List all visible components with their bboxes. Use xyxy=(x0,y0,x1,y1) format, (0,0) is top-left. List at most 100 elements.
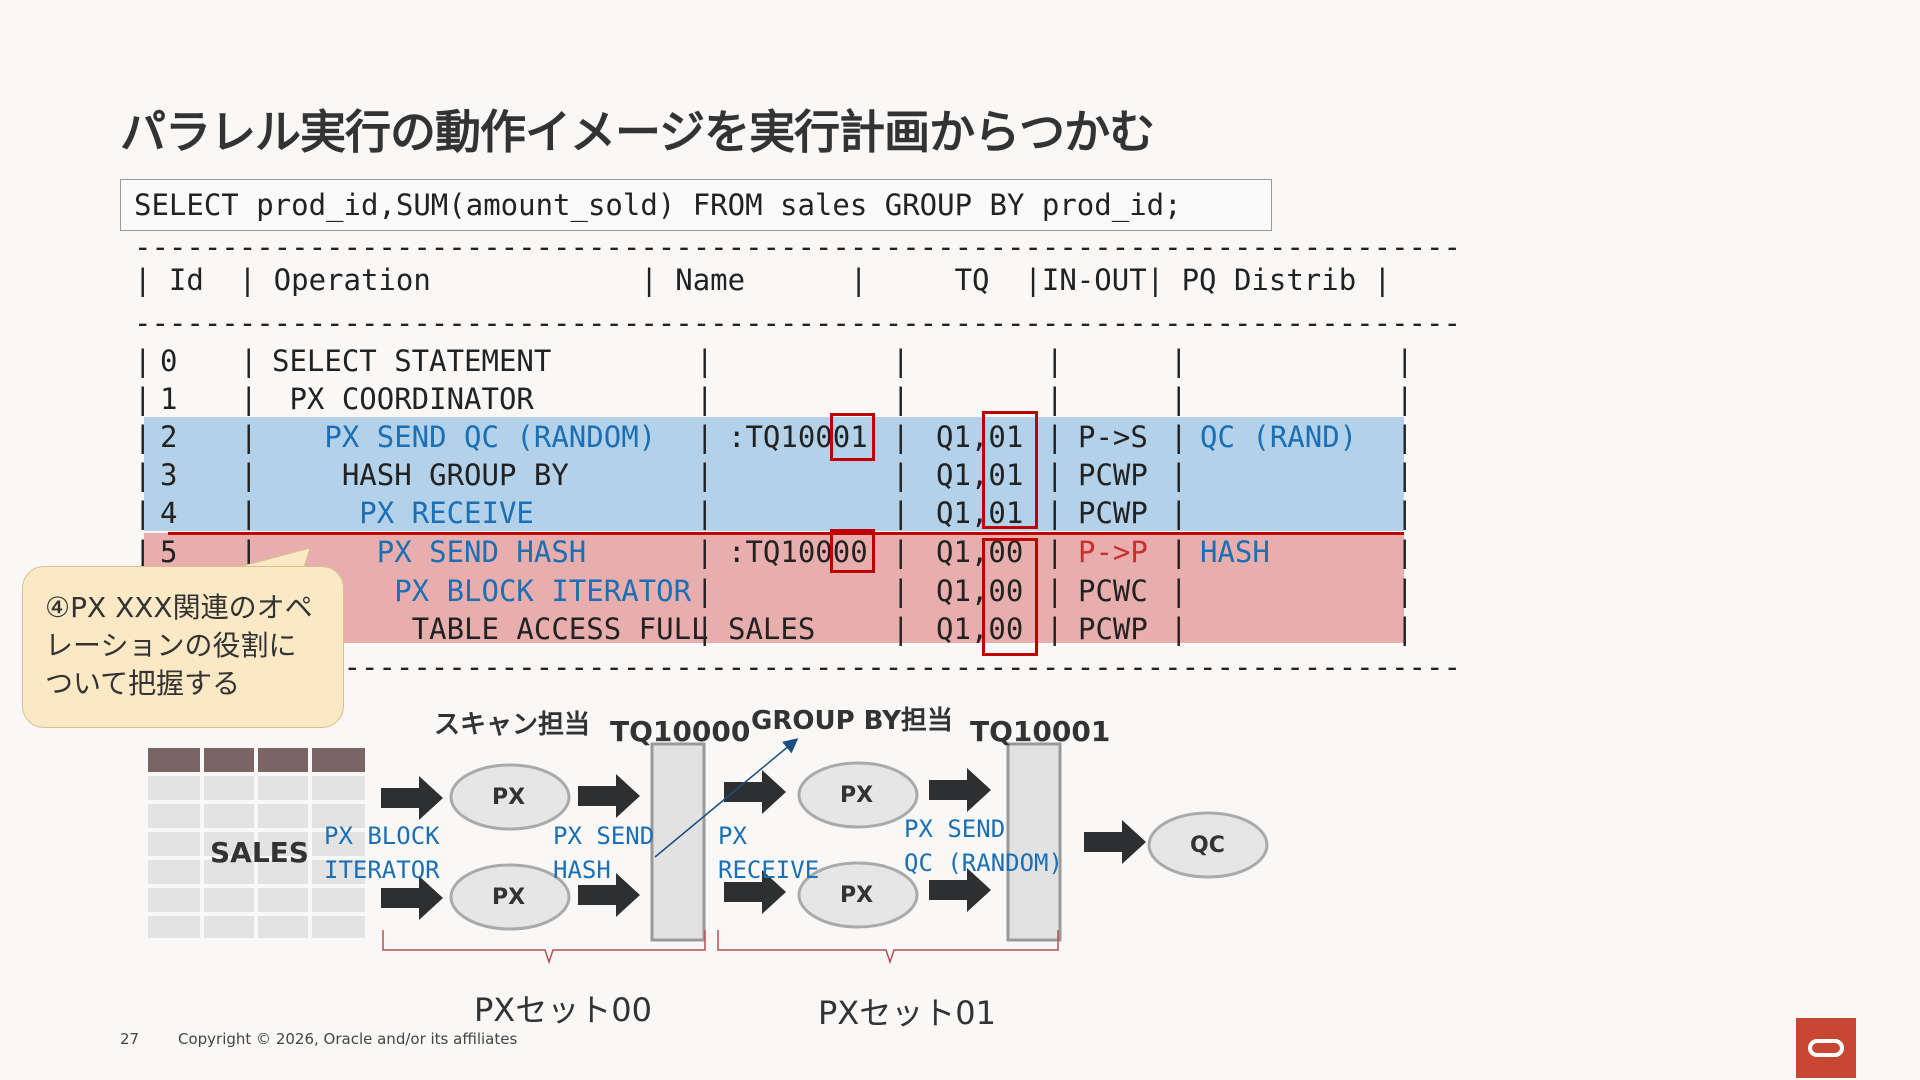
px-receive-label-2: RECEIVE xyxy=(718,856,820,884)
plan-column-separator: | xyxy=(134,458,152,492)
oracle-logo-icon xyxy=(1796,1018,1856,1078)
plan-row-name: :TQ10001 xyxy=(728,420,868,454)
plan-column-separator: | xyxy=(134,344,152,378)
plan-column-separator: | xyxy=(1396,574,1414,608)
plan-column-separator: | xyxy=(240,420,258,454)
plan-column-separator: | xyxy=(1170,496,1188,530)
plan-row-tq: Q1,01 xyxy=(936,496,1024,530)
px-process-4: PX xyxy=(840,883,874,908)
plan-column-separator: | xyxy=(1046,420,1064,454)
tq10000-queue xyxy=(650,742,706,942)
plan-column-separator: | xyxy=(1046,382,1064,416)
px-receive-label-1: PX xyxy=(718,822,747,850)
sql-text: SELECT prod_id,SUM(amount_sold) FROM sal… xyxy=(134,188,1182,222)
plan-column-separator: | xyxy=(240,382,258,416)
plan-row-inout: PCWC xyxy=(1078,574,1148,608)
pxset00-bracket xyxy=(382,930,706,965)
plan-row-id: 5 xyxy=(160,535,178,569)
plan-row-tq: Q1,01 xyxy=(936,420,1024,454)
px-send-qc-label-2: QC (RANDOM) xyxy=(904,849,1063,877)
plan-column-separator: | xyxy=(892,382,910,416)
plan-column-separator: | xyxy=(1396,458,1414,492)
px-send-qc-label-1: PX SEND xyxy=(904,815,1006,843)
plan-column-separator: | xyxy=(240,496,258,530)
px-send-label-2: HASH xyxy=(553,856,611,884)
dfo-01-highlight xyxy=(144,417,1404,531)
plan-row-operation: PX COORDINATOR xyxy=(272,382,534,416)
tq10000-label: TQ10000 xyxy=(610,715,751,748)
page-title: パラレル実行の動作イメージを実行計画からつかむ xyxy=(120,105,1155,159)
plan-column-separator: | xyxy=(1170,574,1188,608)
plan-column-separator: | xyxy=(134,496,152,530)
plan-column-separator: | xyxy=(892,612,910,646)
pxset00-label: PXセット00 xyxy=(474,991,652,1029)
plan-row-inout: PCWP xyxy=(1078,612,1148,646)
plan-column-separator: | xyxy=(1046,574,1064,608)
pxset01-label: PXセット01 xyxy=(818,994,996,1032)
copyright: Copyright © 2026, Oracle and/or its affi… xyxy=(178,1030,518,1048)
plan-column-separator: | xyxy=(1046,535,1064,569)
plan-column-separator: | xyxy=(134,420,152,454)
plan-column-separator: | xyxy=(240,458,258,492)
page-number: 27 xyxy=(120,1030,140,1048)
plan-column-separator: | xyxy=(1046,612,1064,646)
plan-column-separator: | xyxy=(1396,382,1414,416)
plan-column-separator: | xyxy=(1170,420,1188,454)
dfo-divider-line xyxy=(168,532,1404,535)
plan-column-separator: | xyxy=(1170,382,1188,416)
plan-column-separator: | xyxy=(1396,496,1414,530)
plan-row-tq: Q1,01 xyxy=(936,458,1024,492)
plan-separator-bottom: ----------------------------------------… xyxy=(134,650,1461,684)
tq10000-highlight-box xyxy=(830,529,875,573)
q1-00-highlight-box xyxy=(982,538,1038,656)
plan-column-separator: | xyxy=(696,458,714,492)
px-send-label-1: PX SEND xyxy=(553,822,655,850)
plan-row-operation: PX SEND QC (RANDOM) xyxy=(272,420,657,454)
plan-separator-top: ----------------------------------------… xyxy=(134,230,1461,264)
tq10001-label: TQ10001 xyxy=(970,715,1111,748)
scan-label: スキャン担当 xyxy=(434,710,591,740)
dfo-00-highlight xyxy=(144,533,1404,643)
plan-row-id: 1 xyxy=(160,382,178,416)
plan-column-separator: | xyxy=(240,535,258,569)
plan-row-inout: PCWP xyxy=(1078,458,1148,492)
plan-row-inout: PCWP xyxy=(1078,496,1148,530)
plan-row-operation: PX RECEIVE xyxy=(272,496,534,530)
px-process-2: PX xyxy=(492,885,526,910)
plan-column-separator: | xyxy=(696,535,714,569)
plan-column-separator: | xyxy=(1396,420,1414,454)
plan-row-tq: Q1,00 xyxy=(936,612,1024,646)
plan-column-separator: | xyxy=(1170,535,1188,569)
px-process-1: PX xyxy=(492,785,526,810)
plan-column-separator: | xyxy=(696,420,714,454)
plan-header: | Id | Operation | Name | TQ |IN-OUT| PQ… xyxy=(134,263,1392,297)
plan-column-separator: | xyxy=(892,344,910,378)
plan-row-name: :TQ10000 xyxy=(728,535,868,569)
sql-box xyxy=(120,179,1272,231)
plan-row-distrib: QC (RAND) xyxy=(1200,420,1358,454)
sales-label: SALES xyxy=(210,836,309,869)
plan-row-id: 2 xyxy=(160,420,178,454)
plan-row-inout: P->P xyxy=(1078,535,1148,569)
plan-column-separator: | xyxy=(892,574,910,608)
plan-row-id: 4 xyxy=(160,496,178,530)
q1-01-highlight-box xyxy=(982,411,1038,529)
plan-row-operation: HASH GROUP BY xyxy=(272,458,569,492)
pxset01-bracket xyxy=(717,930,1059,965)
plan-column-separator: | xyxy=(696,344,714,378)
plan-column-separator: | xyxy=(1046,496,1064,530)
plan-row-id: 0 xyxy=(160,344,178,378)
plan-column-separator: | xyxy=(696,612,714,646)
plan-row-operation: SELECT STATEMENT xyxy=(272,344,552,378)
px-block-label-1: PX BLOCK xyxy=(324,822,440,850)
plan-column-separator: | xyxy=(696,496,714,530)
plan-column-separator: | xyxy=(696,574,714,608)
plan-row-distrib: HASH xyxy=(1200,535,1270,569)
plan-column-separator: | xyxy=(134,382,152,416)
plan-row-id: 3 xyxy=(160,458,178,492)
plan-column-separator: | xyxy=(1170,458,1188,492)
flow-arrows xyxy=(381,768,1146,920)
plan-column-separator: | xyxy=(892,458,910,492)
qc-process: QC xyxy=(1190,833,1225,858)
tq10001-highlight-box xyxy=(830,413,875,461)
